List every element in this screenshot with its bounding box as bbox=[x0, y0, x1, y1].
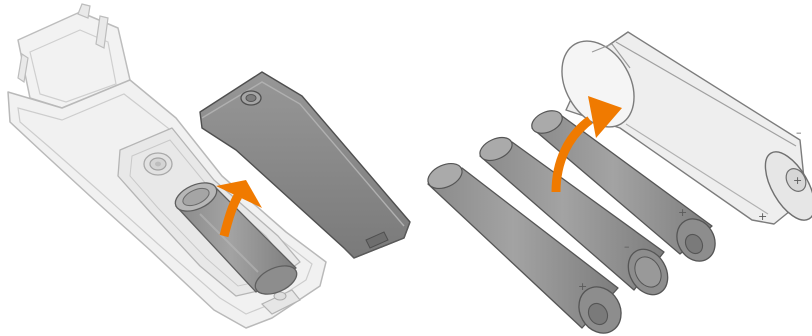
battery1-plus-symbol: + bbox=[578, 280, 587, 293]
holder-minus-symbol: – bbox=[796, 126, 802, 139]
port-circle bbox=[143, 152, 173, 176]
holder-plus-symbol-2: + bbox=[758, 210, 767, 223]
battery3-plus-symbol: + bbox=[678, 206, 687, 219]
aa-battery-2: – bbox=[479, 136, 669, 296]
insert-arrow-left bbox=[216, 180, 262, 238]
aa-battery-3: + bbox=[531, 110, 716, 262]
battery-pack bbox=[174, 182, 298, 295]
battery-cover bbox=[199, 71, 411, 259]
aa-battery-1: + bbox=[427, 162, 622, 334]
holder-plus-symbol: + bbox=[793, 174, 802, 187]
battery-holder: + – + bbox=[561, 31, 812, 225]
insert-arrow-right bbox=[551, 96, 622, 193]
battery2-minus-symbol: – bbox=[624, 240, 630, 253]
